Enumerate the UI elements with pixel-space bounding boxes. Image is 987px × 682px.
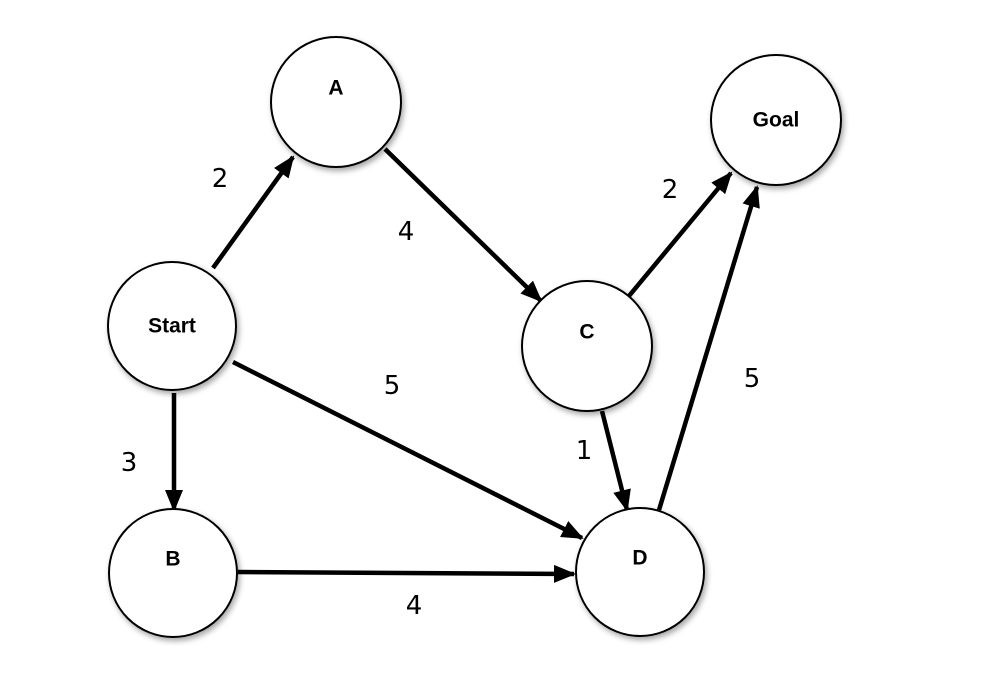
edge-b-d — [237, 564, 576, 583]
edge-a-c — [383, 147, 543, 303]
edge-weight-b-d: 4 — [406, 591, 423, 621]
node-d: D — [575, 507, 705, 637]
edge-weight-a-c: 4 — [398, 217, 415, 247]
edge-start-d — [231, 359, 584, 541]
edge-weights: 2 4 5 3 4 1 2 5 — [121, 164, 761, 621]
edge-weight-start-d: 5 — [384, 371, 401, 401]
edge-weight-d-goal: 5 — [744, 364, 761, 394]
node-a-label: A — [328, 77, 343, 100]
node-goal-label: Goal — [753, 109, 800, 132]
edge-d-goal — [656, 185, 760, 511]
node-b-label: B — [165, 548, 180, 571]
edge-c-d — [599, 410, 631, 512]
node-start-label: Start — [148, 315, 196, 338]
node-goal: Goal — [710, 54, 842, 186]
edge-weight-start-a: 2 — [212, 164, 229, 194]
node-start: Start — [107, 261, 237, 391]
edge-weight-c-goal: 2 — [662, 175, 679, 205]
edge-weight-c-d: 1 — [576, 436, 593, 466]
node-c-label: C — [579, 321, 594, 344]
edge-c-goal — [627, 171, 733, 298]
edges — [165, 147, 760, 583]
node-c: C — [521, 280, 653, 412]
node-a: A — [270, 36, 402, 168]
node-b: B — [108, 508, 238, 638]
node-d-label: D — [632, 547, 647, 570]
edge-start-a — [211, 155, 295, 270]
edge-weight-start-b: 3 — [121, 448, 138, 478]
